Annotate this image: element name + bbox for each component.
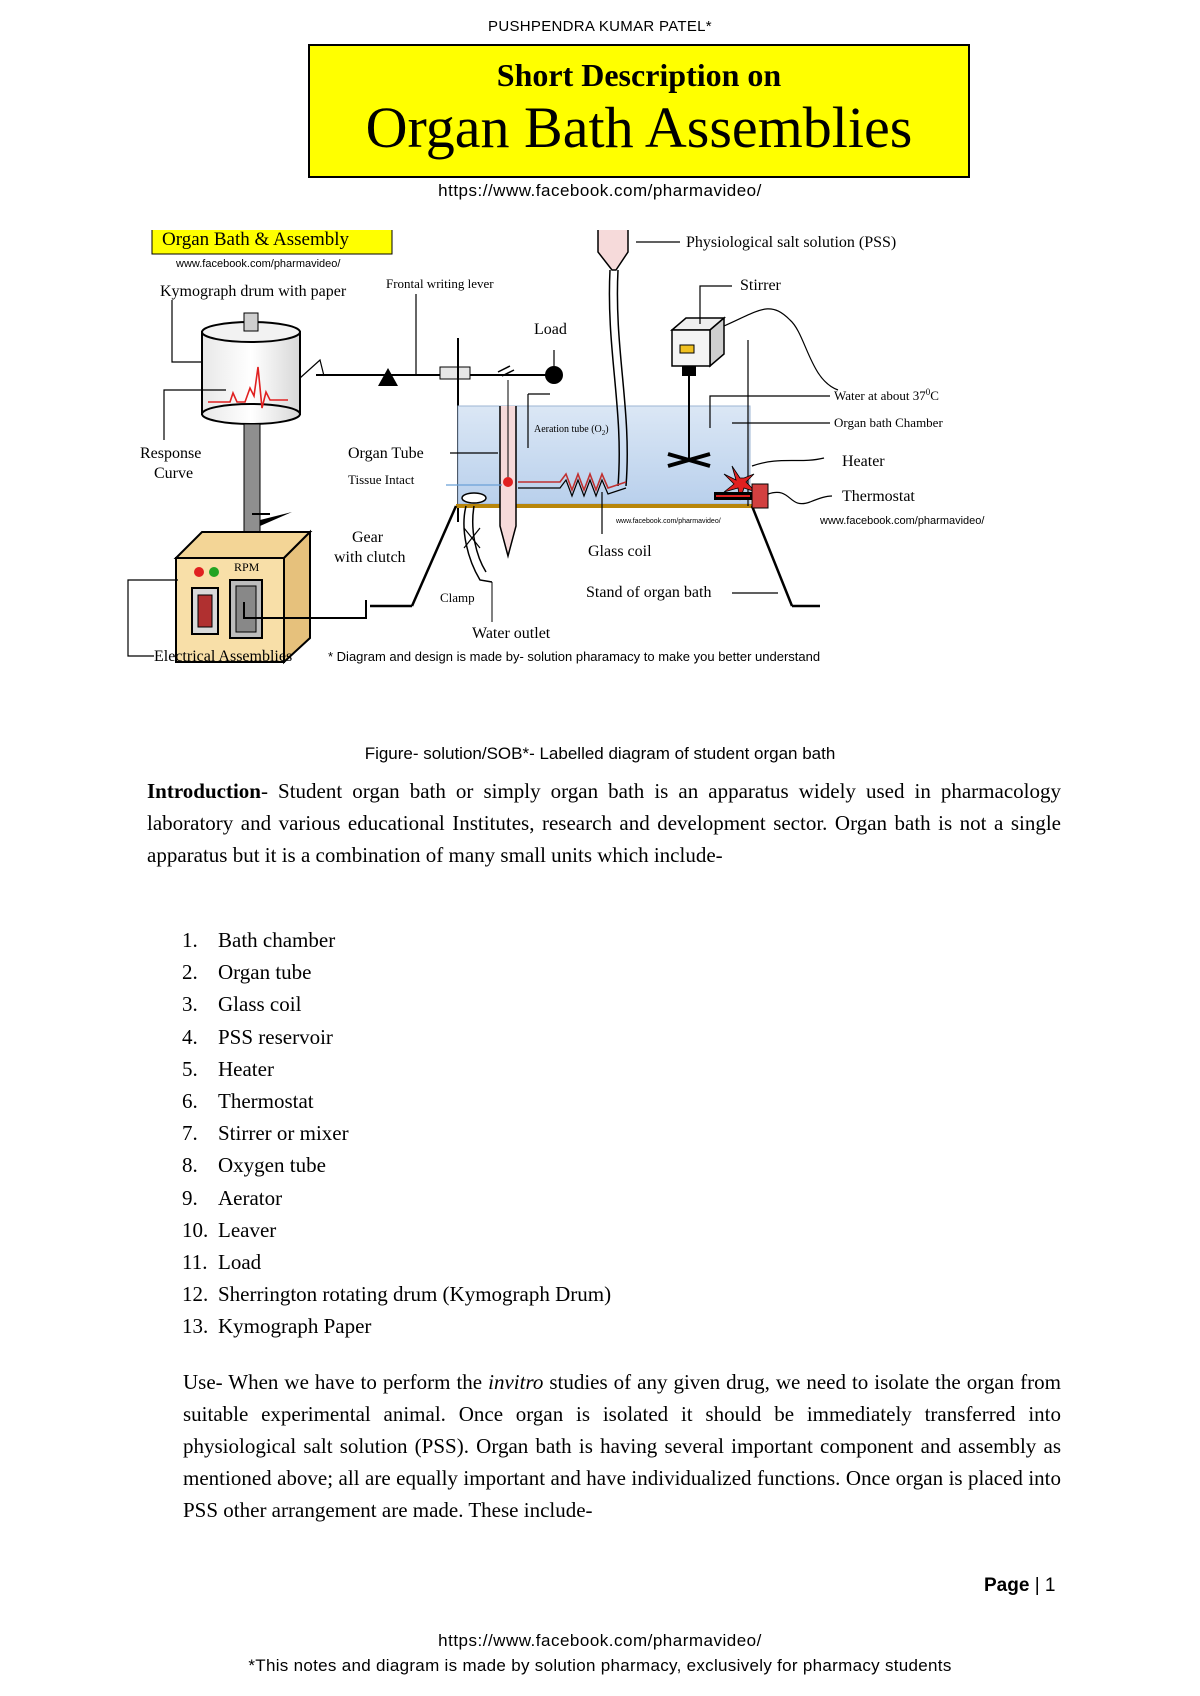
- list-item: 11.Load: [182, 1249, 262, 1274]
- label-stirrer: Stirrer: [740, 277, 782, 294]
- green-indicator: [209, 567, 219, 577]
- header-url: https://www.facebook.com/pharmavideo/: [438, 181, 762, 200]
- diagram-credit: * Diagram and design is made by- solutio…: [328, 649, 820, 664]
- label-tissue-intact: Tissue Intact: [348, 472, 415, 487]
- use-paragraph: Use- When we have to perform the invitro…: [183, 1370, 1061, 1522]
- label-organ-bath-chamber: Organ bath Chamber: [834, 415, 943, 430]
- components-list: 1.Bath chamber 2.Organ tube 3.Glass coil…: [182, 924, 611, 1342]
- figure-caption: Figure- solution/SOB*- Labelled diagram …: [364, 744, 836, 763]
- title-box: Short Description on Organ Bath Assembli…: [308, 44, 970, 178]
- list-item: 8.Oxygen tube: [182, 1153, 326, 1178]
- diagram-banner: [151, 230, 393, 255]
- label-thermostat: Thermostat: [842, 488, 915, 505]
- label-glass-coil: Glass coil: [588, 543, 652, 560]
- fulcrum: [378, 368, 398, 386]
- title-small: Short Description on: [496, 57, 782, 93]
- list-item: 9.Aerator: [182, 1185, 283, 1210]
- label-response-2: Curve: [154, 465, 193, 482]
- label-electrical: Electrical Assemblies: [154, 648, 292, 665]
- load-weight: [545, 366, 563, 384]
- label-organ-tube: Organ Tube: [348, 445, 424, 462]
- label-gear-2: with clutch: [334, 549, 406, 566]
- label-load: Load: [534, 321, 567, 338]
- footer-url: https://www.facebook.com/pharmavideo/: [438, 1631, 762, 1650]
- label-heater: Heater: [842, 453, 885, 470]
- label-clamp: Clamp: [440, 590, 475, 605]
- list-item: 2.Organ tube: [182, 960, 312, 985]
- list-item: 5.Heater: [182, 1056, 274, 1081]
- label-stand: Stand of organ bath: [586, 584, 711, 601]
- organ-bath-diagram: Organ Bath & Assembly www.facebook.com/p…: [127, 230, 985, 665]
- list-item: 10.Leaver: [182, 1217, 277, 1242]
- page-number: Page | 1: [984, 1575, 1056, 1596]
- label-water-temp: Water at about 370C: [834, 387, 939, 403]
- use-italic: invitro: [488, 1370, 544, 1394]
- stand-left-leg: [410, 505, 458, 607]
- intro-text: - Student organ bath or simply organ bat…: [147, 779, 1061, 867]
- list-item: 3.Glass coil: [182, 992, 302, 1017]
- label-small-url: www.facebook.com/pharmavideo/: [615, 518, 721, 525]
- intro-lead: Introduction: [147, 779, 261, 803]
- footer-note: *This notes and diagram is made by solut…: [248, 1656, 952, 1675]
- author-name: PUSHPENDRA KUMAR PATEL*: [488, 18, 712, 35]
- response-curve: [208, 366, 288, 409]
- diagram-banner-url: www.facebook.com/pharmavideo/: [175, 258, 341, 270]
- intro-paragraph: Introduction- Student organ bath or simp…: [147, 775, 1061, 871]
- stand-right-leg: [750, 505, 794, 607]
- label-right-url: www.facebook.com/pharmavideo/: [819, 515, 985, 527]
- drum-shaft: [243, 423, 261, 537]
- list-item: 1.Bath chamber: [182, 928, 336, 952]
- list-item: 13.Kymograph Paper: [182, 1314, 372, 1339]
- label-frontal-lever: Frontal writing lever: [386, 276, 494, 291]
- diagram-banner-title: Organ Bath & Assembly: [162, 230, 350, 250]
- pss-reservoir: [597, 230, 629, 271]
- thermostat-block: [751, 483, 769, 509]
- list-item: 12.Sherrington rotating drum (Kymograph …: [182, 1282, 612, 1307]
- tissue: [503, 477, 513, 487]
- label-pss: Physiological salt solution (PSS): [686, 234, 896, 251]
- label-response-1: Response: [140, 445, 201, 462]
- list-item: 4.PSS reservoir: [182, 1024, 333, 1049]
- stirrer-blade: [667, 452, 711, 468]
- label-gear-1: Gear: [352, 529, 384, 546]
- drum-spindle: [243, 312, 259, 332]
- label-kymograph: Kymograph drum with paper: [160, 283, 347, 300]
- label-water-outlet: Water outlet: [472, 625, 551, 642]
- page-title: Organ Bath Assemblies: [365, 95, 913, 160]
- list-item: 6.Thermostat: [182, 1088, 314, 1113]
- lever-holder: [439, 366, 471, 380]
- glass-coil: [518, 471, 627, 493]
- label-aeration: Aeration tube (O2): [534, 424, 609, 437]
- list-item: 7.Stirrer or mixer: [182, 1121, 349, 1146]
- red-indicator: [194, 567, 204, 577]
- label-rpm: RPM: [234, 560, 260, 574]
